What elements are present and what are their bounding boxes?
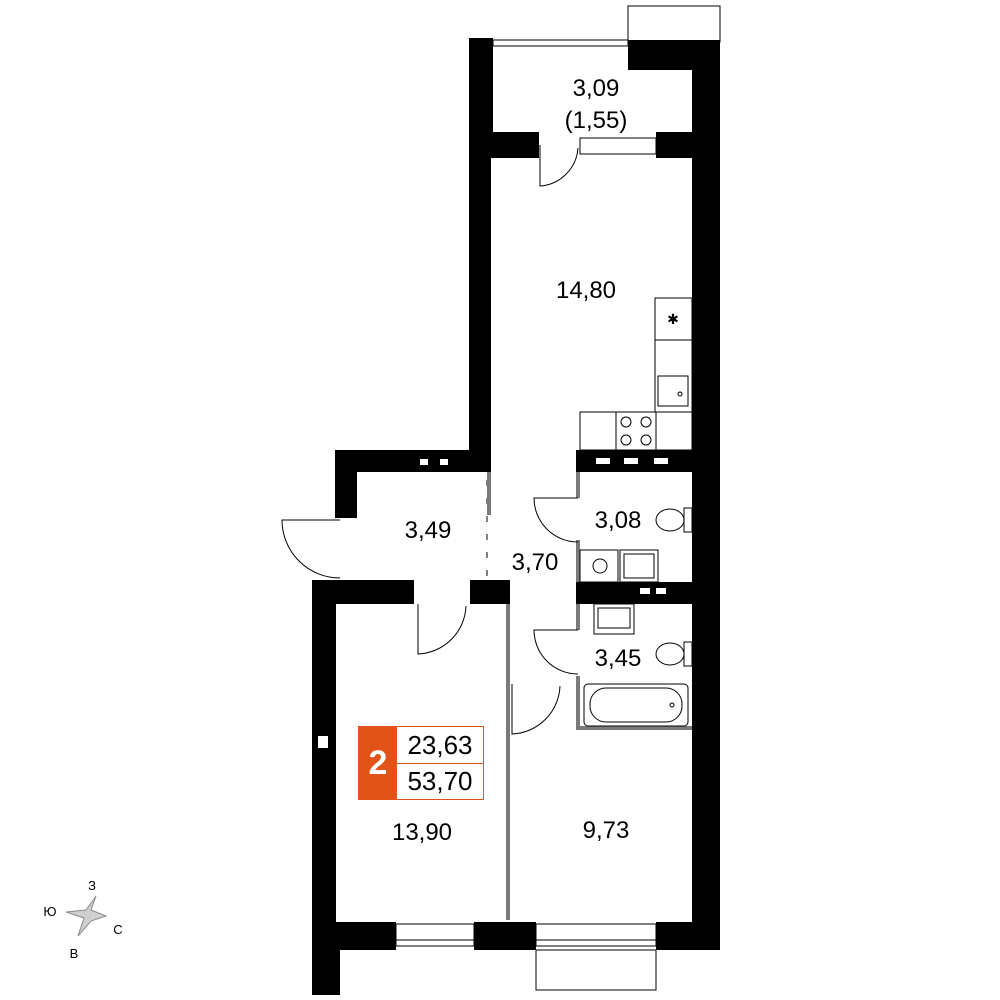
wetroom-top-wall — [576, 450, 692, 472]
bath-toilet-tank — [683, 641, 693, 667]
right-outer-wall — [692, 132, 720, 950]
bottom-wall — [312, 922, 720, 991]
burner-3 — [620, 434, 632, 446]
compass: З Ю С В — [43, 878, 122, 961]
bottom-wall-a — [312, 922, 396, 950]
washer — [579, 549, 619, 583]
toilet-door-swing — [533, 497, 579, 543]
bath-door-swing — [533, 629, 579, 675]
kitchen-fixtures: ✱ — [579, 297, 693, 451]
bay-box — [535, 949, 657, 991]
toilet-tank — [683, 507, 693, 533]
cabinet-left — [579, 411, 617, 451]
apartment-summary-badge: 2 23,63 53,70 — [358, 726, 484, 800]
fridge-mark: ✱ — [667, 311, 679, 327]
burner-4 — [640, 434, 652, 446]
room-count: 2 — [359, 727, 397, 799]
kitchen-walls — [469, 132, 720, 950]
compass-star-icon — [65, 895, 108, 937]
balcony-wall-right — [692, 40, 720, 134]
stove — [615, 411, 657, 451]
vent-gap-1 — [596, 458, 610, 464]
kitchen-left-wall — [469, 132, 491, 472]
bedroom-right-area-label: 9,73 — [583, 817, 630, 844]
kitchen-balcony-window — [579, 137, 657, 155]
hall-wall-gap-2 — [440, 459, 448, 465]
hall-walls — [335, 450, 491, 518]
left-wall-vent — [318, 736, 328, 748]
hall-left-wall — [335, 450, 357, 518]
left-outer-wall — [312, 580, 336, 950]
bottom-wall-b — [474, 922, 536, 950]
cabinet-right — [655, 411, 693, 451]
kitchen-area-label: 14,80 — [556, 277, 616, 304]
bathroom — [533, 603, 693, 730]
balcony-area-label: 3,09 — [573, 75, 620, 102]
vent-gap-3 — [654, 458, 668, 464]
window-bedroom-left — [395, 923, 475, 947]
living-area-value: 23,63 — [397, 727, 483, 764]
burner-1 — [620, 416, 632, 428]
balcony-wall-left — [469, 38, 493, 132]
sink — [657, 375, 689, 407]
toilet-area-label: 3,08 — [595, 507, 642, 534]
total-area-value: 53,70 — [407, 765, 473, 796]
bedroom-left-area-label: 13,90 — [392, 819, 452, 846]
bottom-wall-c — [656, 922, 720, 950]
compass-north-letter: З — [88, 878, 96, 893]
compass-east-letter: С — [113, 922, 122, 937]
toilet-room — [533, 472, 693, 583]
bath-bottom-partition — [576, 676, 692, 730]
bath-sink-basin — [597, 607, 631, 629]
bathroom-area-label: 3,45 — [595, 645, 642, 672]
left-wall-stub — [312, 950, 340, 995]
bedroom-left-door-swing — [417, 604, 467, 655]
bedroom-left-walls — [312, 580, 510, 995]
entrance-door-swing — [281, 519, 341, 579]
vent-gap-2 — [624, 458, 638, 464]
balcony-reduced-label: (1,55) — [565, 107, 628, 134]
compass-west-letter: Ю — [43, 904, 56, 919]
washer-drum — [592, 558, 608, 574]
compass-south-letter: В — [70, 946, 79, 961]
toilet-sink-basin — [623, 553, 655, 579]
hall-area-label: 3,49 — [405, 517, 452, 544]
balcony-glazing — [492, 39, 629, 47]
window-bedroom-right — [535, 923, 657, 947]
balcony-window-box — [627, 5, 721, 43]
sink-drain — [677, 391, 683, 397]
hall-top-wall — [335, 450, 491, 472]
balcony — [469, 5, 721, 134]
bedroom-left-top-wall-b — [470, 580, 510, 604]
burner-2 — [640, 416, 652, 428]
hall-wall-gap-1 — [420, 459, 428, 465]
toilet-bowl — [655, 508, 685, 532]
bathtub-inner — [589, 687, 683, 723]
vent-gap-5 — [656, 588, 666, 594]
bath-toilet-bowl — [655, 642, 685, 666]
bathtub-drain — [669, 702, 675, 708]
bedroom-right-door-swing — [511, 684, 561, 735]
corridor-area-label: 3,70 — [512, 549, 559, 576]
toilet-bathroom-wall — [576, 582, 692, 604]
vent-gap-4 — [640, 588, 650, 594]
balcony-door-swing — [539, 145, 579, 187]
